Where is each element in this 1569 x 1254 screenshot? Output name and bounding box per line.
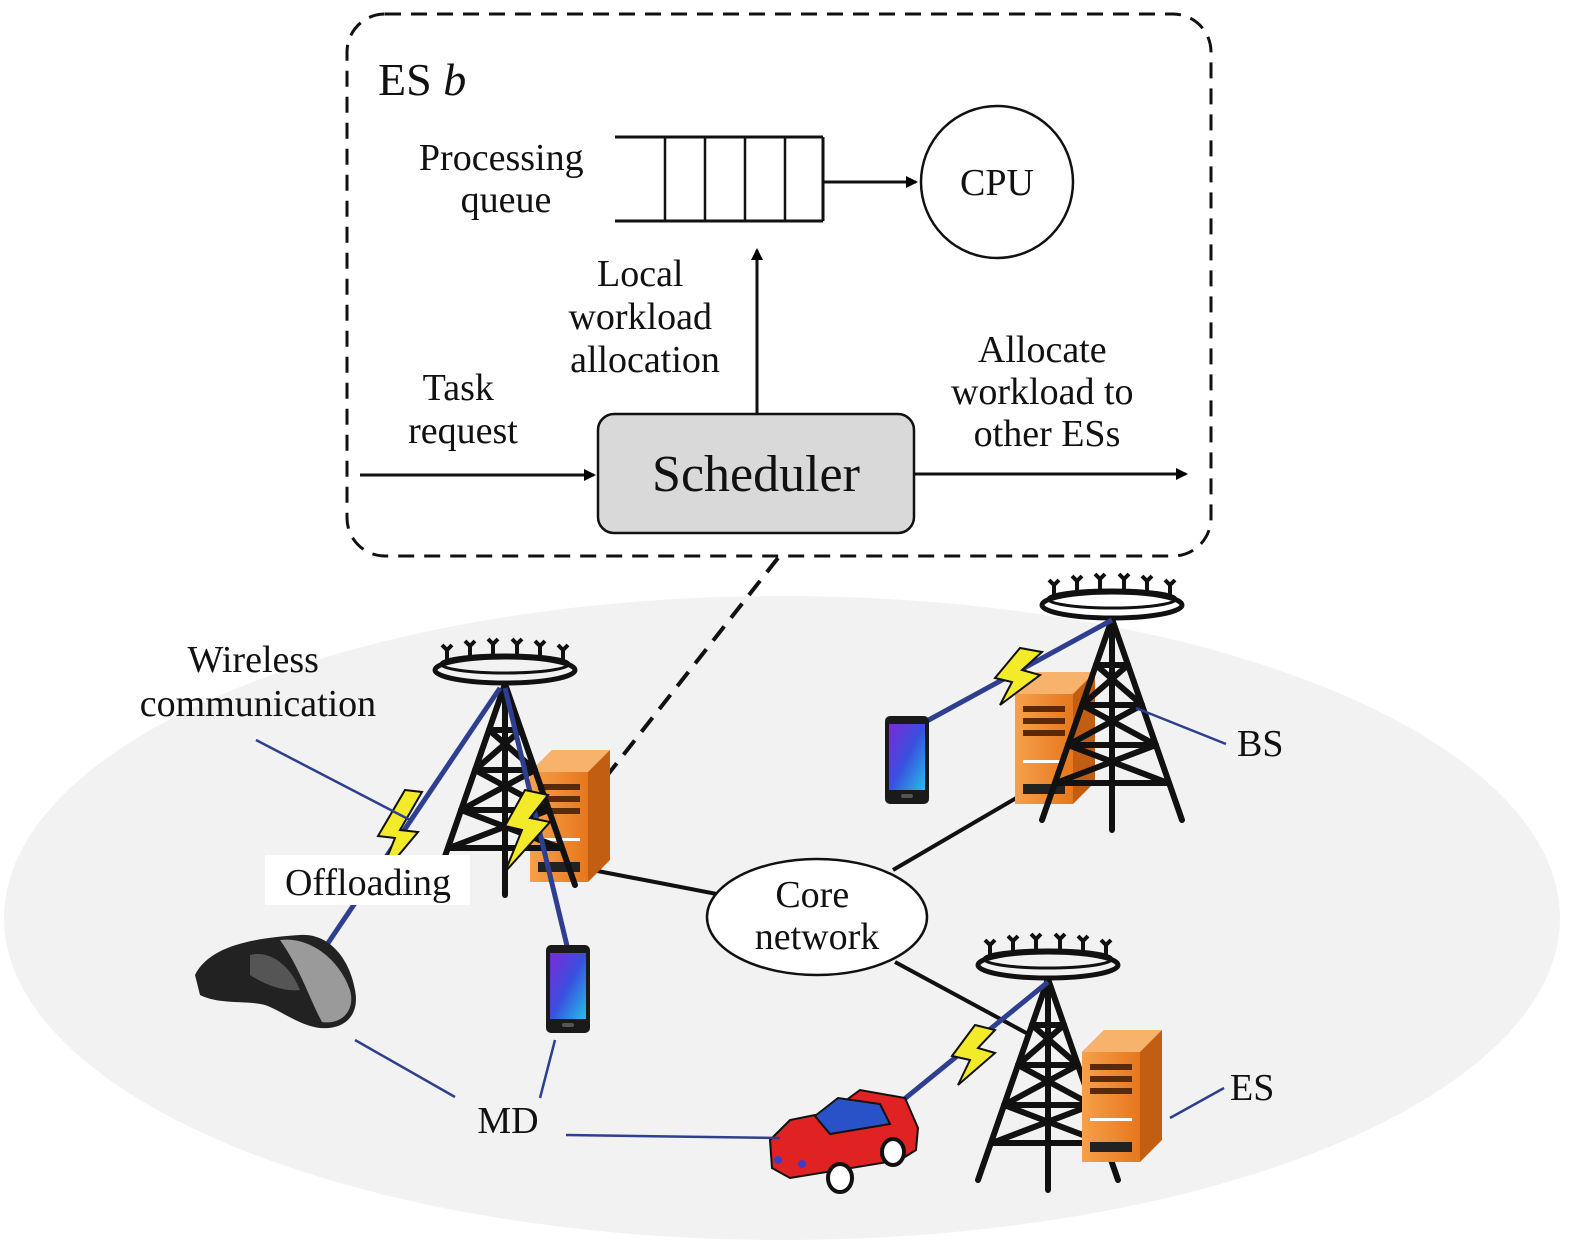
smartphone-icon	[546, 945, 590, 1033]
processing-queue-label: Processing queue	[419, 137, 593, 221]
vr-headset-icon	[195, 934, 356, 1029]
leader-es	[1169, 1086, 1225, 1120]
offloading-label: Offloading	[285, 862, 451, 904]
smartphone-icon	[885, 716, 929, 804]
scheduler-label: Scheduler	[652, 446, 860, 503]
es-detail-link	[600, 556, 780, 784]
processing-queue	[615, 135, 825, 223]
leader-wireless	[255, 738, 411, 822]
cpu-node	[919, 104, 1075, 260]
lightning-icon	[503, 788, 552, 873]
allocate-other-label: Allocate workload to other ESs	[951, 329, 1143, 455]
wireless-link-vr	[319, 686, 503, 954]
core-network-label: Core network	[755, 874, 880, 958]
es-label: ES	[1230, 1067, 1274, 1109]
bs-label: BS	[1237, 723, 1283, 765]
offloading-label-bg	[265, 855, 470, 905]
leader-md-vr	[354, 1038, 456, 1099]
lightning-icon	[950, 1023, 998, 1086]
cpu-label: CPU	[960, 162, 1034, 204]
md-label: MD	[477, 1100, 538, 1142]
link-left-core	[581, 866, 723, 897]
server-icon	[1082, 1030, 1162, 1162]
link-bottomright-core	[894, 960, 1031, 1037]
task-request-label: Task request	[408, 367, 518, 452]
leader-md-car	[565, 1133, 781, 1140]
local-workload-label: Local workload allocation	[568, 253, 721, 381]
leader-bs	[1135, 706, 1227, 746]
core-network-node	[705, 857, 929, 977]
car-icon	[768, 1088, 920, 1194]
wireless-communication-label: Wireless communication	[140, 639, 376, 725]
leader-md-phone	[538, 1039, 557, 1099]
lightning-icon	[993, 646, 1045, 706]
es-box-title: ES b	[378, 54, 466, 105]
